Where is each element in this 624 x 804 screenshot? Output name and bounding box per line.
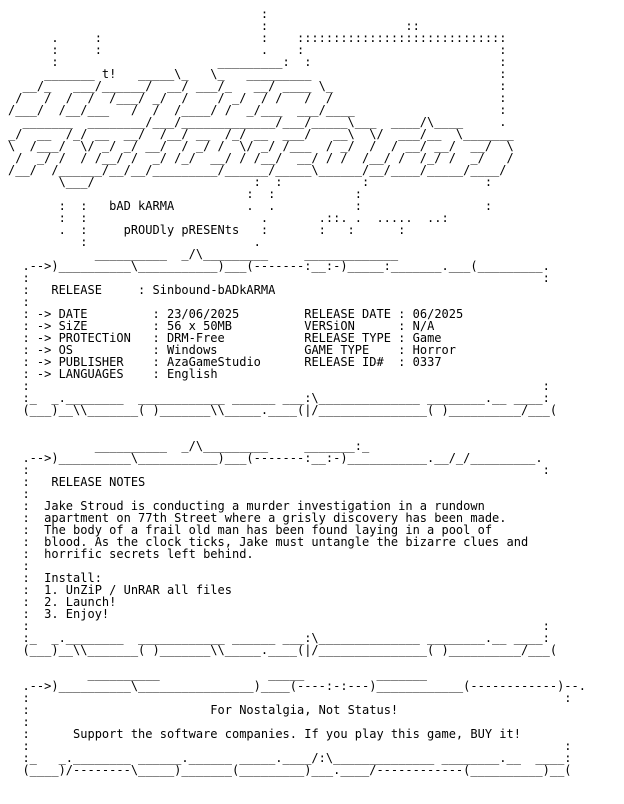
size-label: SiZE bbox=[58, 319, 88, 333]
install-step: 3. Enjoy! bbox=[44, 607, 110, 621]
release-id-value: 0337 bbox=[412, 355, 442, 369]
date-value: 23/06/2025 bbox=[166, 307, 240, 321]
footer-slogan: For Nostalgia, Not Status! bbox=[210, 703, 399, 717]
publisher-value: AzaGameStudio bbox=[166, 355, 261, 369]
notes-line: Jake Stroud is conducting a murder inves… bbox=[44, 499, 485, 513]
languages-value: English bbox=[166, 367, 218, 381]
notes-line: The body of a frail old man has been fou… bbox=[44, 523, 493, 537]
notes-line: blood. As the clock ticks, Jake must unt… bbox=[44, 535, 529, 549]
notes-box-bottom-border: : : :_ _.________ ____________ ______ __… bbox=[22, 619, 558, 657]
install-step: 2. Launch! bbox=[44, 595, 117, 609]
release-date-value: 06/2025 bbox=[412, 307, 464, 321]
release-date-label: RELEASE DATE bbox=[304, 307, 391, 321]
footer-support-message: Support the software companies. If you p… bbox=[73, 727, 521, 741]
nfo-document: : : :: . : : :::::::::::::::::::::::::::… bbox=[8, 7, 586, 777]
notes-line: apartment on 77th Street where a grisly … bbox=[44, 511, 507, 525]
ascii-logo: : : :: . : : :::::::::::::::::::::::::::… bbox=[8, 7, 514, 249]
os-value: Windows bbox=[166, 343, 218, 357]
publisher-label: PUBLISHER bbox=[58, 355, 124, 369]
os-label: OS bbox=[58, 343, 74, 357]
version-label: VERSiON bbox=[304, 319, 355, 333]
game-type-label: GAME TYPE bbox=[304, 343, 370, 357]
size-value: 56 x 50MB bbox=[166, 319, 232, 333]
release-box-top-border: __________ _/\_________ _____________ .-… bbox=[22, 247, 550, 285]
release-id-label: RELEASE ID# bbox=[304, 355, 384, 369]
install-step: 1. UnZiP / UnRAR all files bbox=[44, 583, 232, 597]
protection-label: PROTECTiON bbox=[58, 331, 131, 345]
protection-value: DRM-Free bbox=[166, 331, 225, 345]
install-title: Install: bbox=[44, 571, 102, 585]
notes-box-top-border: __________ _/\_________ _______:_ .-->)_… bbox=[22, 439, 550, 477]
notes-line: horrific secrets left behind. bbox=[44, 547, 254, 561]
version-value: N/A bbox=[412, 319, 435, 333]
release-box-bottom-border: : : :_ _.________ ____________ ______ __… bbox=[22, 379, 558, 417]
release-label: RELEASE bbox=[51, 283, 102, 297]
footer-box-top-border: __________ _____ _______ .-->)__________… bbox=[22, 667, 586, 705]
footer-box-bottom-border: : : :_ _.________ ______.______ _____.__… bbox=[22, 739, 572, 777]
release-notes-title: RELEASE NOTES bbox=[51, 475, 146, 489]
release-type-label: RELEASE TYPE bbox=[304, 331, 391, 345]
release-type-value: Game bbox=[412, 331, 442, 345]
game-type-value: Horror bbox=[412, 343, 456, 357]
release-name: Sinbound-bADkARMA bbox=[152, 283, 276, 297]
languages-label: LANGUAGES bbox=[58, 367, 124, 381]
date-label: DATE bbox=[58, 307, 88, 321]
